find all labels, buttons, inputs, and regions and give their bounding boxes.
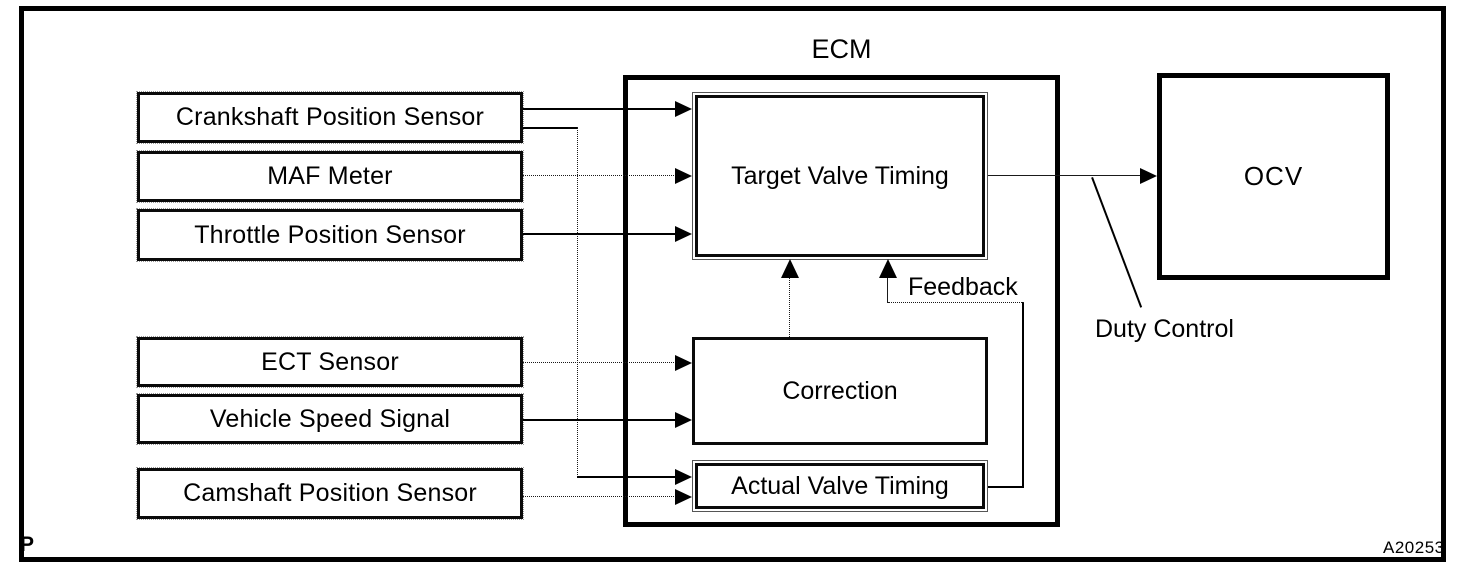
feedback-label: Feedback bbox=[908, 273, 1018, 301]
arrowhead-correction-target bbox=[781, 259, 799, 278]
sensor-box-ect: ECT Sensor bbox=[136, 336, 524, 388]
connector-throttle-to-target bbox=[523, 233, 676, 235]
arrowhead-crankshaft-actual bbox=[675, 469, 692, 485]
sensor-label: Camshaft Position Sensor bbox=[183, 479, 477, 507]
sensor-box-crankshaft-position: Crankshaft Position Sensor bbox=[136, 91, 524, 144]
arrowhead-camshaft-actual bbox=[675, 489, 692, 505]
ecm-label: ECM bbox=[811, 34, 872, 64]
sensor-label: Throttle Position Sensor bbox=[194, 220, 466, 249]
connector-feedback-from-actual bbox=[988, 486, 1024, 488]
ocv-label: OCV bbox=[1243, 161, 1304, 191]
target-valve-timing-box: Target Valve Timing bbox=[692, 92, 988, 260]
connector-correction-to-target bbox=[789, 278, 790, 337]
block-label: Correction bbox=[782, 376, 898, 405]
sensor-label: Vehicle Speed Signal bbox=[209, 404, 451, 433]
connector-feedback-riser bbox=[887, 278, 888, 303]
arrowhead-maf-target bbox=[675, 168, 692, 184]
sensor-box-vehicle-speed: Vehicle Speed Signal bbox=[136, 393, 524, 445]
actual-valve-timing-inner: Actual Valve Timing bbox=[695, 463, 985, 509]
ecm-box bbox=[623, 75, 1060, 527]
sensor-label: MAF Meter bbox=[267, 162, 393, 190]
arrowhead-ect-correction bbox=[675, 355, 692, 371]
duty-control-label: Duty Control bbox=[1095, 315, 1234, 343]
connector-crankshaft-branch-horizontal bbox=[523, 127, 578, 129]
connector-maf-to-target bbox=[523, 175, 676, 176]
connector-crankshaft-branch-vertical bbox=[577, 127, 578, 477]
connector-feedback-vertical bbox=[1022, 302, 1024, 488]
block-label: Target Valve Timing bbox=[731, 161, 949, 190]
sensor-label: Crankshaft Position Sensor bbox=[175, 103, 485, 131]
connector-target-to-ocv bbox=[988, 175, 1140, 176]
connector-crankshaft-to-target bbox=[523, 108, 676, 110]
connector-crankshaft-branch-to-actual bbox=[577, 476, 676, 478]
connector-feedback-horizontal bbox=[888, 302, 1024, 303]
target-valve-timing-inner: Target Valve Timing bbox=[695, 95, 985, 257]
arrowhead-crankshaft-target bbox=[675, 101, 692, 117]
arrowhead-feedback-target bbox=[879, 259, 897, 278]
outer-frame bbox=[19, 6, 1446, 562]
connector-camshaft-to-actual bbox=[523, 496, 676, 497]
arrowhead-vss-correction bbox=[675, 412, 692, 428]
block-label: Actual Valve Timing bbox=[731, 471, 949, 500]
sensor-box-camshaft-position: Camshaft Position Sensor bbox=[136, 467, 524, 520]
sensor-label: ECT Sensor bbox=[261, 347, 399, 376]
connector-vss-to-correction bbox=[523, 419, 676, 421]
sensor-box-throttle-position: Throttle Position Sensor bbox=[136, 208, 524, 262]
sensor-box-maf-meter: MAF Meter bbox=[136, 150, 524, 203]
figure-id: A20253 bbox=[1383, 538, 1445, 557]
arrowhead-target-ocv bbox=[1140, 168, 1157, 184]
arrowhead-throttle-target bbox=[675, 226, 692, 242]
actual-valve-timing-box: Actual Valve Timing bbox=[692, 460, 988, 512]
page-marker: P bbox=[20, 533, 35, 556]
ocv-box: OCV bbox=[1157, 73, 1390, 280]
correction-box: Correction bbox=[692, 337, 988, 445]
connector-ect-to-correction bbox=[523, 362, 676, 363]
